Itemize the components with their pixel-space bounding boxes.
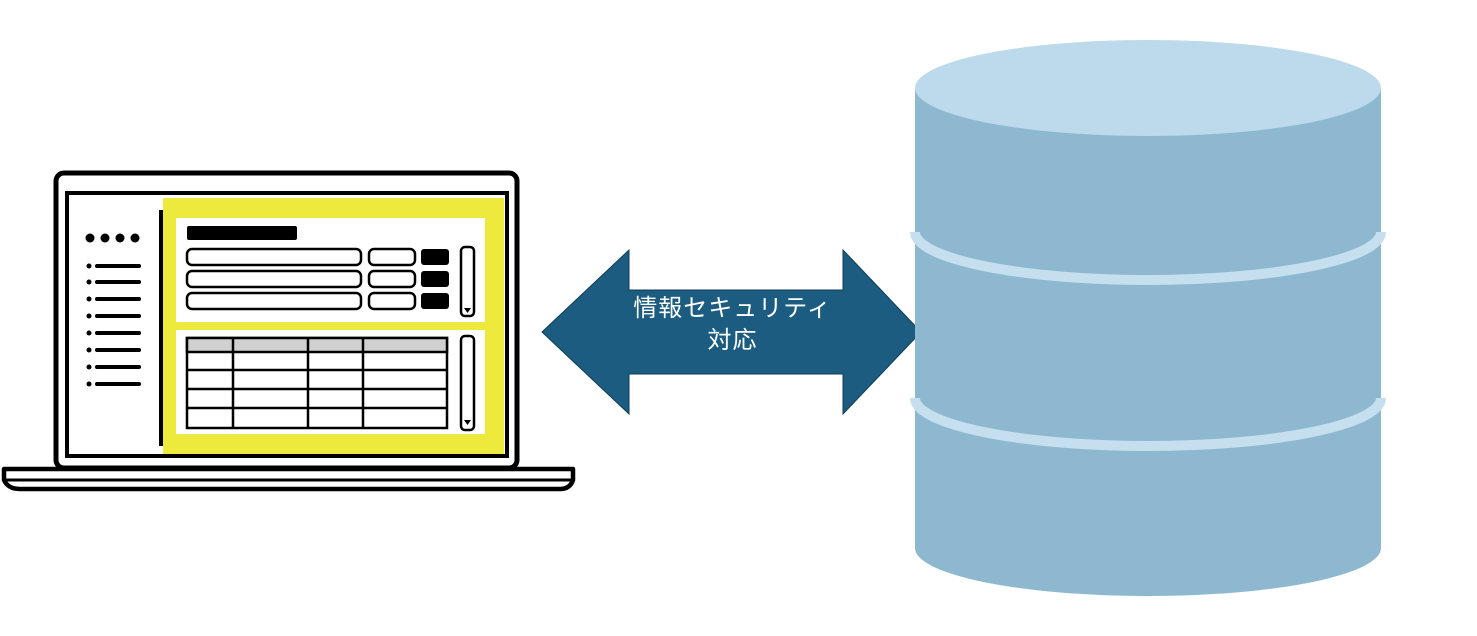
form-title-bar — [187, 226, 297, 240]
sidebar-list — [86, 263, 141, 387]
database-band-upper — [910, 231, 1386, 285]
database-body — [915, 88, 1381, 596]
form-rows — [185, 247, 417, 311]
table-scrollbar — [459, 334, 476, 432]
database-icon — [910, 40, 1386, 596]
database-band-lower — [910, 397, 1386, 451]
arrow-label-line1: 情報セキュリティ — [633, 294, 832, 322]
form-scrollbar — [459, 245, 476, 318]
sidebar-dots — [85, 233, 140, 243]
laptop-icon — [1, 170, 576, 492]
database-top — [915, 40, 1381, 136]
data-table — [185, 336, 449, 430]
arrow-label-line2: 対応 — [707, 326, 758, 354]
arrow-label: 情報セキュリティ 対応 — [590, 292, 875, 356]
form-row-buttons — [421, 249, 449, 309]
